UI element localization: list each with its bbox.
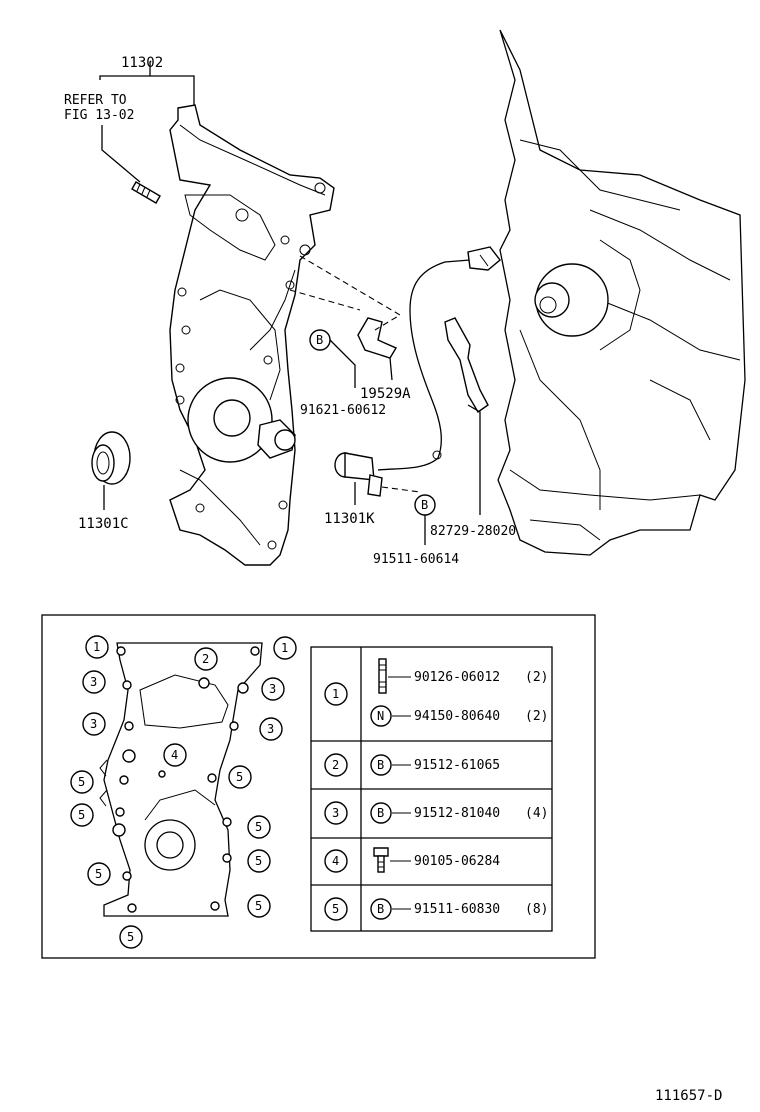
callout-3-d: 3 xyxy=(267,722,274,736)
callout-5-h: 5 xyxy=(127,930,134,944)
legend-part-91512-61065: 91512-61065 xyxy=(414,758,500,773)
callout-1-right: 1 xyxy=(281,641,288,655)
legend-part-94150-80640: 94150-80640 xyxy=(414,709,500,724)
legend-part-91512-81040: 91512-81040 xyxy=(414,806,500,821)
figure-id: 111657-D xyxy=(655,1088,722,1104)
oil-seal-drawing xyxy=(91,431,131,485)
legend-qty: (4) xyxy=(525,806,548,821)
bolt-location-panel xyxy=(41,614,596,959)
label-refer-to: REFER TO xyxy=(64,93,127,108)
legend-key-2: 2 xyxy=(332,758,339,772)
marker-b-bracket: B xyxy=(309,329,331,351)
callout-3-a: 3 xyxy=(90,675,97,689)
flange-bolt-icon xyxy=(373,847,389,873)
callout-3-c: 3 xyxy=(90,717,97,731)
legend-qty: (2) xyxy=(525,670,548,685)
callout-5-f: 5 xyxy=(95,867,102,881)
callout-3-b: 3 xyxy=(269,682,276,696)
cover-outline-drawing xyxy=(99,642,263,917)
timing-cover-drawing xyxy=(169,104,335,566)
leader-lines xyxy=(99,62,481,545)
nut-symbol: N xyxy=(377,709,384,723)
legend-qty: (8) xyxy=(525,902,548,917)
label-11302: 11302 xyxy=(121,55,163,71)
label-11301k: 11301K xyxy=(324,511,375,527)
legend-key-1: 1 xyxy=(332,687,339,701)
callout-5-b: 5 xyxy=(236,770,243,784)
label-11301c: 11301C xyxy=(78,516,129,532)
legend-key-5: 5 xyxy=(332,902,339,916)
label-19529a: 19529A xyxy=(360,386,411,402)
bracket-drawing xyxy=(357,317,398,359)
engine-block-drawing xyxy=(497,29,746,556)
callout-1-left: 1 xyxy=(93,640,100,654)
callout-5-e: 5 xyxy=(255,854,262,868)
legend-part-91511-60830: 91511-60830 xyxy=(414,902,500,917)
bolt-callouts: 1 1 2 3 3 3 3 4 5 5 5 5 5 5 5 5 xyxy=(70,635,297,949)
callout-5-c: 5 xyxy=(78,808,85,822)
label-fig-13-02: FIG 13-02 xyxy=(64,108,134,123)
marker-b-text: B xyxy=(421,498,428,512)
marker-b-sensor: B xyxy=(414,494,436,516)
stud-bolt-drawing xyxy=(131,181,161,204)
legend-part-90126-06012: 90126-06012 xyxy=(414,670,500,685)
bolt-b-symbol: B xyxy=(377,902,384,916)
legend-part-90105-06284: 90105-06284 xyxy=(414,854,500,869)
callout-5-a: 5 xyxy=(78,775,85,789)
marker-b-text: B xyxy=(316,333,323,347)
legend-qty: (2) xyxy=(525,709,548,724)
legend-key-3: 3 xyxy=(332,806,339,820)
callout-4: 4 xyxy=(171,748,178,762)
legend-key-4: 4 xyxy=(332,854,339,868)
stud-icon xyxy=(378,658,387,694)
wire-clamp-drawing xyxy=(444,317,489,414)
label-91511-60614: 91511-60614 xyxy=(373,552,459,567)
callout-5-g: 5 xyxy=(255,899,262,913)
bolt-legend-table: 1 90126-06012 (2) N 94150-80640 (2) 2 B … xyxy=(310,646,553,932)
sensor-drawing xyxy=(334,246,501,497)
bolt-b-symbol: B xyxy=(377,758,384,772)
label-82729-28020: 82729-28020 xyxy=(430,524,516,539)
label-91621-60612: 91621-60612 xyxy=(300,403,386,418)
callout-5-d: 5 xyxy=(255,820,262,834)
bolt-b-symbol: B xyxy=(377,806,384,820)
callout-2: 2 xyxy=(202,652,209,666)
